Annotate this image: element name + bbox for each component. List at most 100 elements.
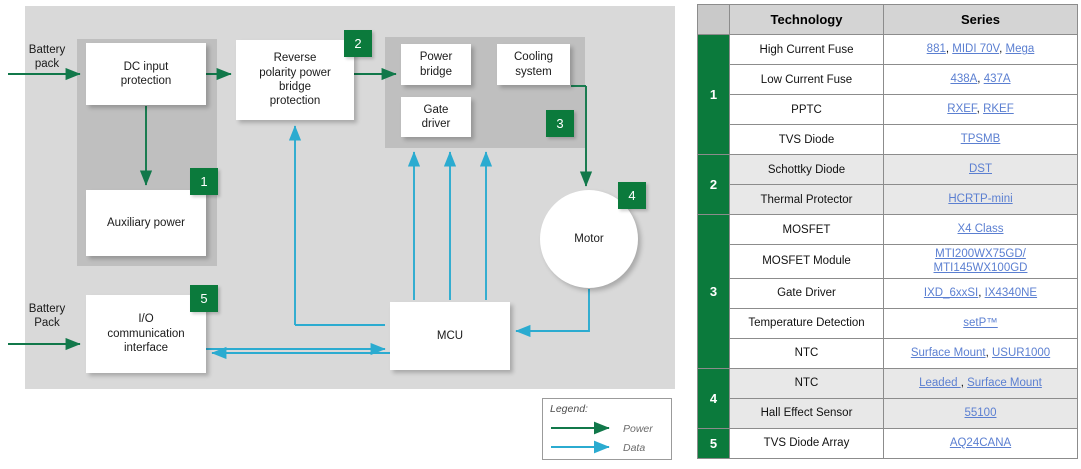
technology-cell: MOSFET Module <box>729 244 884 279</box>
series-cell: setP™ <box>883 307 1078 339</box>
table-row: TVS Diode TPSMB <box>698 124 1078 155</box>
legend-title: Legend: <box>550 403 588 415</box>
series-link[interactable]: 438A <box>950 73 978 86</box>
table-header: Technology Series <box>697 4 1078 35</box>
badge-2[interactable]: 2 <box>344 30 372 57</box>
power-connectors <box>8 67 593 351</box>
series-link[interactable]: Surface Mount <box>967 377 1042 390</box>
group-number-cell-5: 5 <box>697 427 730 459</box>
technology-cell: Temperature Detection <box>729 307 884 339</box>
technology-cell: MOSFET <box>729 214 884 245</box>
series-cell: Surface Mount, USUR1000 <box>883 337 1078 369</box>
table-row: Thermal Protector HCRTP-mini <box>698 184 1078 215</box>
block-mcu[interactable]: MCU <box>390 302 510 370</box>
header-number-corner <box>697 4 730 35</box>
series-cell: AQ24CANA <box>883 427 1078 459</box>
series-link[interactable]: AQ24CANA <box>949 437 1012 450</box>
series-cell: TPSMB <box>883 124 1078 155</box>
badge-3[interactable]: 3 <box>546 110 574 137</box>
legend-swatches <box>551 421 610 454</box>
series-cell: 881, MIDI 70V, Mega <box>883 34 1078 65</box>
legend-box: Legend: Power Data <box>542 398 672 460</box>
series-link[interactable]: 55100 <box>964 407 997 420</box>
series-link[interactable]: HCRTP-mini <box>948 193 1013 206</box>
series-link[interactable]: MTI145WX100GD <box>933 262 1028 275</box>
series-separator: , <box>977 73 984 86</box>
group-number-cell-4: 4 <box>697 367 730 429</box>
technology-cell: Low Current Fuse <box>729 64 884 95</box>
series-separator: , <box>999 43 1006 56</box>
series-link[interactable]: 881 <box>926 43 946 56</box>
header-series: Series <box>883 4 1078 35</box>
technology-cell: Thermal Protector <box>729 184 884 215</box>
series-link[interactable]: USUR1000 <box>992 347 1051 360</box>
series-link[interactable]: 437A <box>983 73 1011 86</box>
series-cell: DST <box>883 154 1078 185</box>
group-number-cell-1: 1 <box>697 34 730 155</box>
series-link[interactable]: MTI200WX75GD/ <box>935 248 1026 260</box>
series-separator: , <box>960 377 968 390</box>
series-link[interactable]: IX4340NE <box>984 287 1038 300</box>
series-cell: 438A, 437A <box>883 64 1078 95</box>
series-link[interactable]: X4 Class <box>957 223 1004 236</box>
series-link[interactable]: DST <box>969 163 992 176</box>
series-link[interactable]: MIDI 70V <box>952 43 1000 56</box>
series-separator: , <box>976 103 984 116</box>
technology-cell: PPTC <box>729 94 884 125</box>
table-header-row: Technology Series <box>697 4 1078 35</box>
data-connectors <box>206 125 590 360</box>
series-link[interactable]: setP™ <box>963 317 998 330</box>
series-link[interactable]: TPSMB <box>960 133 1001 146</box>
series-link[interactable]: RXEF <box>947 103 977 116</box>
series-link[interactable]: Leaded <box>919 377 961 390</box>
series-cell: Leaded , Surface Mount <box>883 367 1078 399</box>
series-link[interactable]: Mega <box>1005 43 1035 56</box>
series-link[interactable]: IXD_6xxSI <box>923 287 979 300</box>
series-cell: IXD_6xxSI, IX4340NE <box>883 277 1078 309</box>
series-link[interactable]: Surface Mount <box>910 347 986 360</box>
technology-cell: TVS Diode <box>729 124 884 155</box>
series-separator: , <box>978 287 985 300</box>
diagram-connectors <box>8 67 593 360</box>
table-row: Temperature Detection setP™ <box>698 307 1078 339</box>
badge-1[interactable]: 1 <box>190 168 218 195</box>
technology-cell: NTC <box>729 367 884 399</box>
technology-cell: NTC <box>729 337 884 369</box>
series-separator: , <box>985 347 992 360</box>
series-cell: RXEF, RKEF <box>883 94 1078 125</box>
technology-cell: TVS Diode Array <box>729 427 884 459</box>
technology-cell: Hall Effect Sensor <box>729 397 884 429</box>
series-link[interactable]: RKEF <box>983 103 1014 116</box>
table-row: Hall Effect Sensor 55100 <box>698 397 1078 429</box>
legend-label-data: Data <box>623 442 646 454</box>
block-auxiliary-power[interactable]: Auxiliary power <box>86 190 206 256</box>
badge-4[interactable]: 4 <box>618 182 646 209</box>
header-technology: Technology <box>729 4 884 35</box>
technology-cell: Gate Driver <box>729 277 884 309</box>
group-number-cell-2: 2 <box>697 154 730 215</box>
badge-5[interactable]: 5 <box>190 285 218 312</box>
legend-label-power: Power <box>623 423 653 435</box>
